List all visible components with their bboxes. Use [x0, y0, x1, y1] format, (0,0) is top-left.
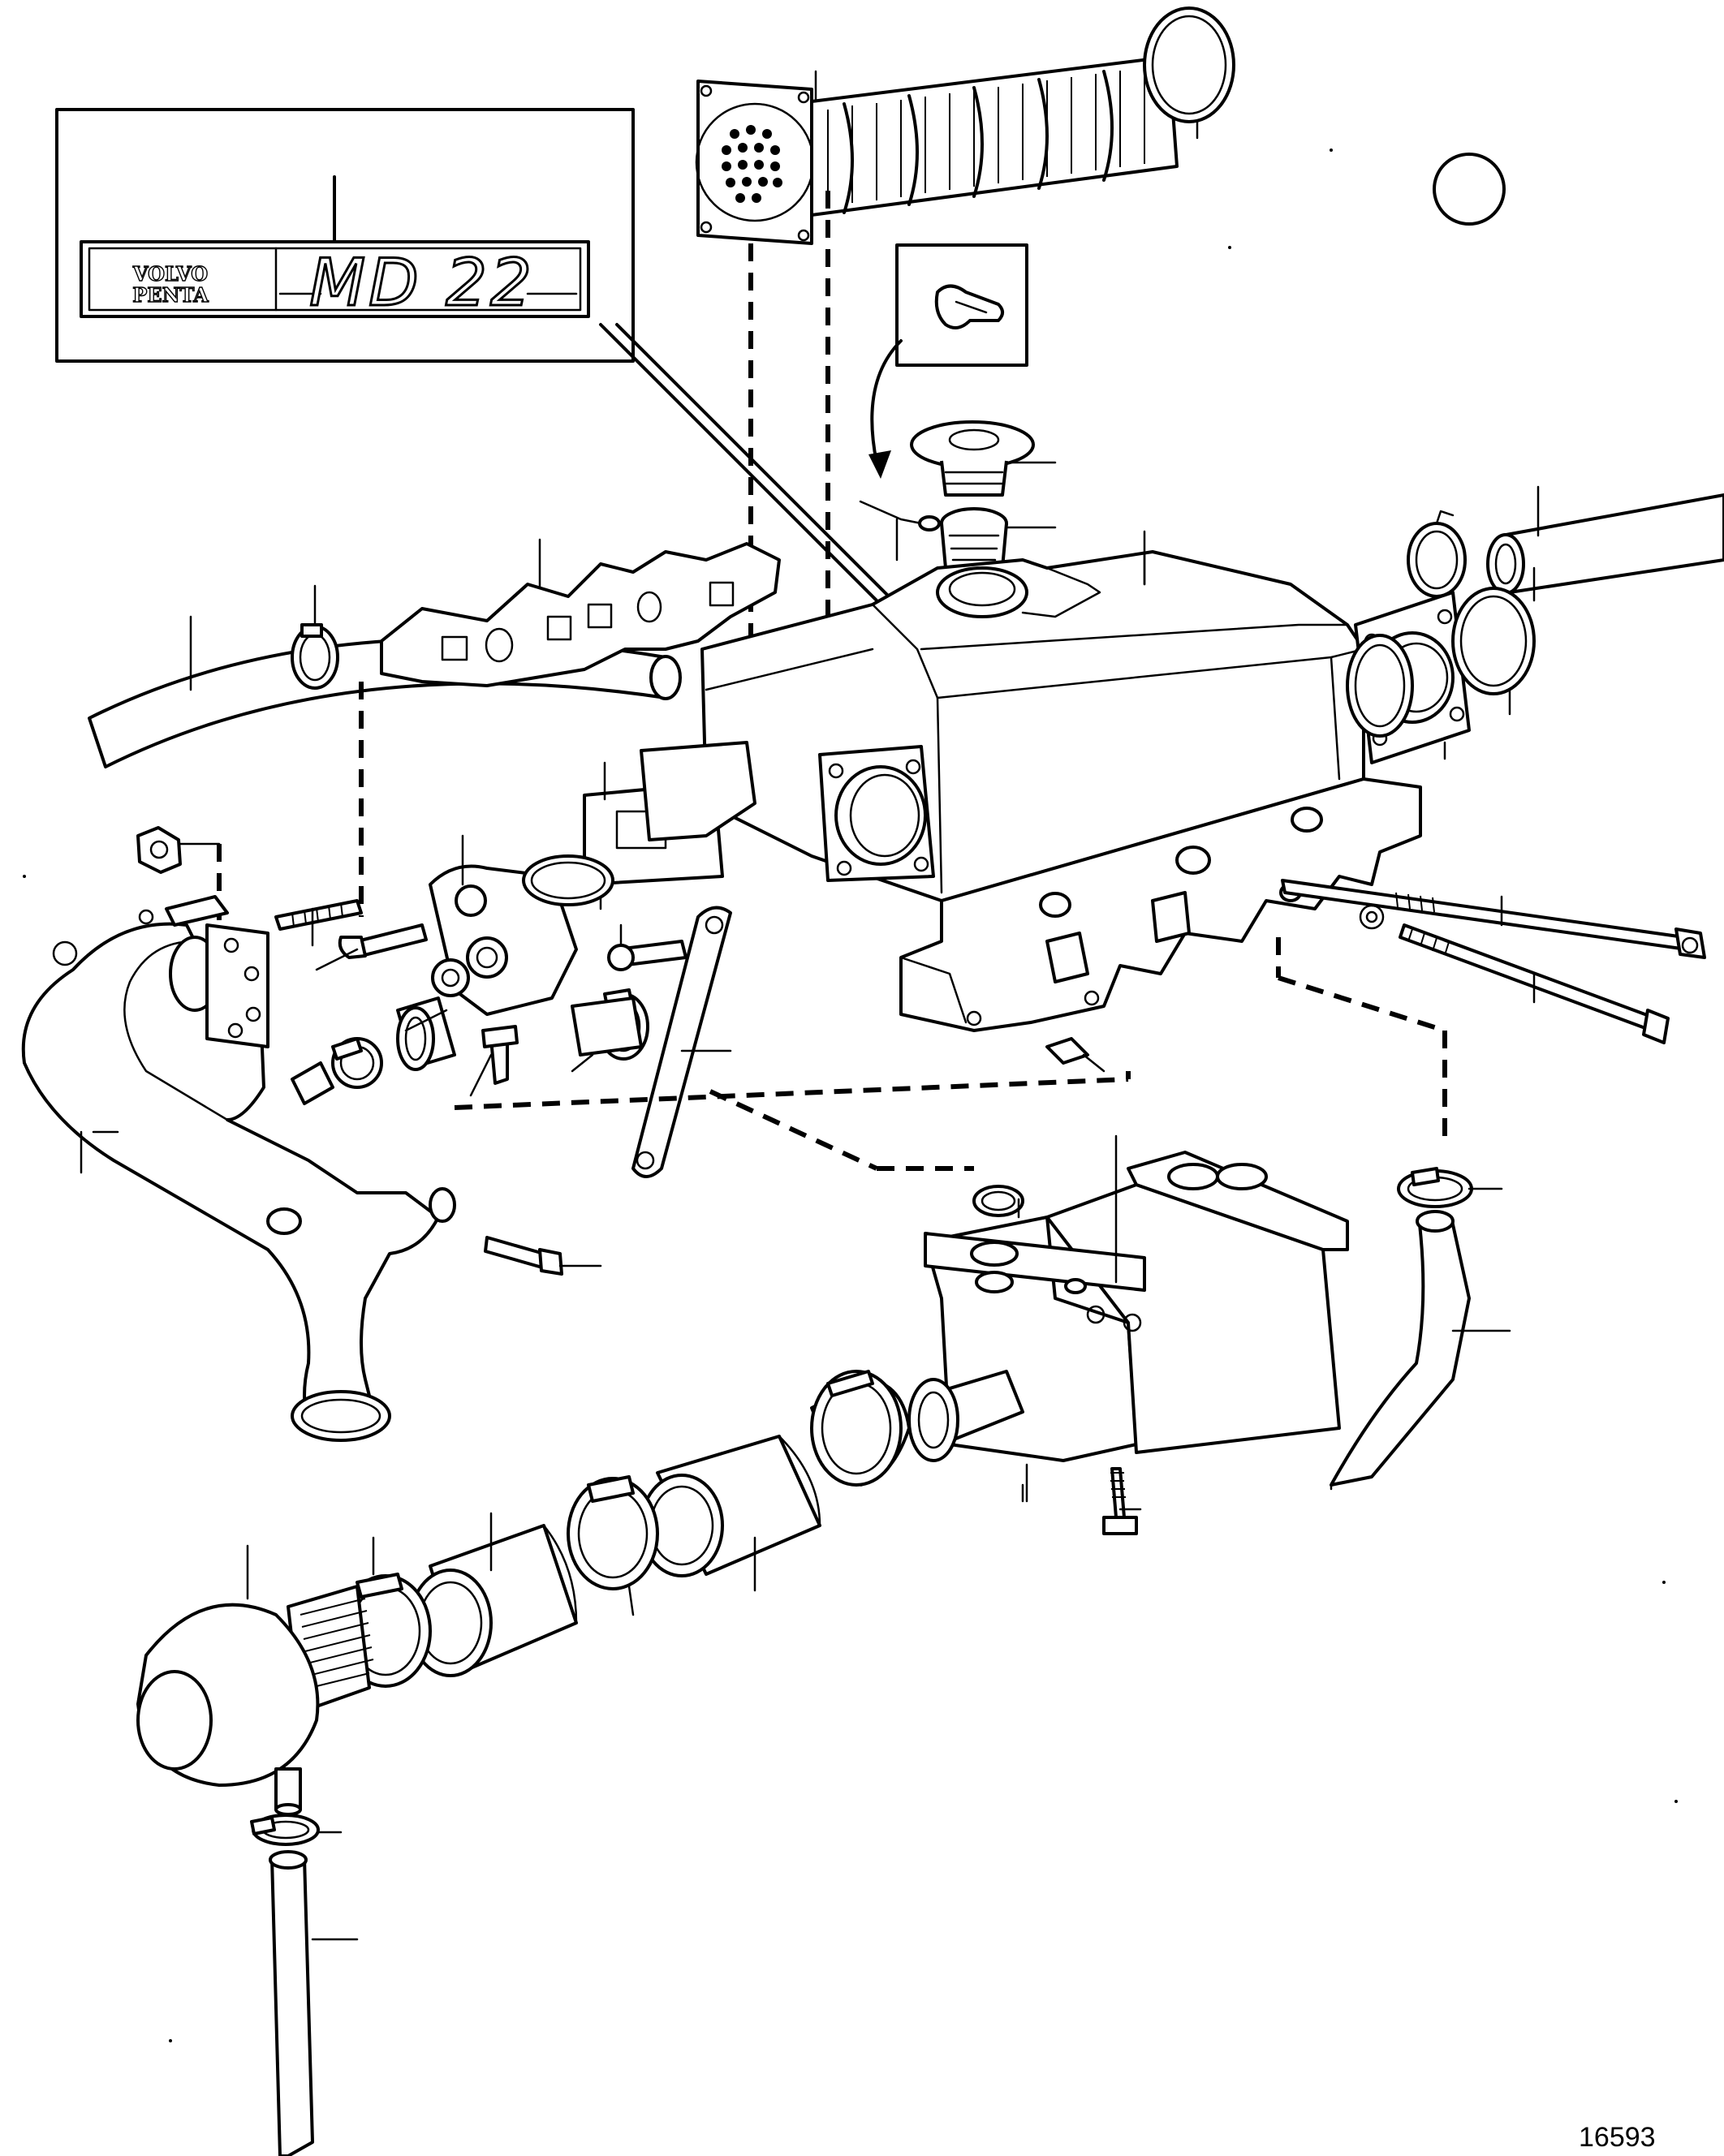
- cap-detail-inset: [868, 243, 1028, 479]
- drain-hose: [269, 1850, 359, 2156]
- short-hose: [396, 996, 456, 1071]
- filler-cap: [859, 420, 1057, 570]
- elbow-bolt: [484, 1236, 602, 1276]
- hose-clamp-large-1: [810, 1370, 903, 1487]
- figure-number: 16593: [1579, 2122, 1656, 2153]
- intake-hose-lower: [408, 1512, 578, 1677]
- long-bolts: [1281, 879, 1706, 1044]
- hose-clamp-mid: [331, 1037, 383, 1089]
- hose-clamp-small-bottom: [250, 1814, 343, 1846]
- thermostat-outlet-hose: [571, 996, 643, 1056]
- expansion-tank: [700, 530, 1471, 1032]
- air-intake-silencer: [136, 1544, 374, 1816]
- badge-model-text: MD 22: [309, 245, 535, 321]
- manifold-gasket: [359, 538, 781, 917]
- badge-brand-line2: PENTA: [132, 283, 209, 307]
- dashed-leader: [709, 1089, 878, 1171]
- exhaust-elbow: [21, 895, 456, 1442]
- hose-clamp-large-2: [567, 1475, 659, 1616]
- right-lower-hose: [1330, 1210, 1511, 1491]
- intercooler-screw: [1102, 1467, 1142, 1535]
- support-bracket: [631, 906, 732, 1178]
- hose-clamp-right: [1397, 1167, 1503, 1208]
- reference-circle: [1433, 153, 1506, 226]
- right-top-hose: [1407, 485, 1724, 760]
- dashed-leader: [1278, 975, 1446, 1033]
- intercooler: [907, 1134, 1349, 1503]
- background-specks: [23, 148, 1678, 2042]
- plug: [1045, 1037, 1106, 1073]
- intake-hose-upper: [640, 1435, 821, 1592]
- hose-clamp-upper-left: [291, 584, 339, 690]
- temperature-sender: [469, 1025, 519, 1097]
- dashed-leader: [454, 1077, 1129, 1110]
- thermostat-housing-group: [274, 741, 756, 1016]
- flange-nut: [136, 826, 221, 874]
- badge-inset: VOLVO PENTA MD 22: [55, 108, 992, 699]
- tube-stack-insert: [695, 6, 1235, 820]
- badge-brand-line1: VOLVO: [132, 262, 208, 286]
